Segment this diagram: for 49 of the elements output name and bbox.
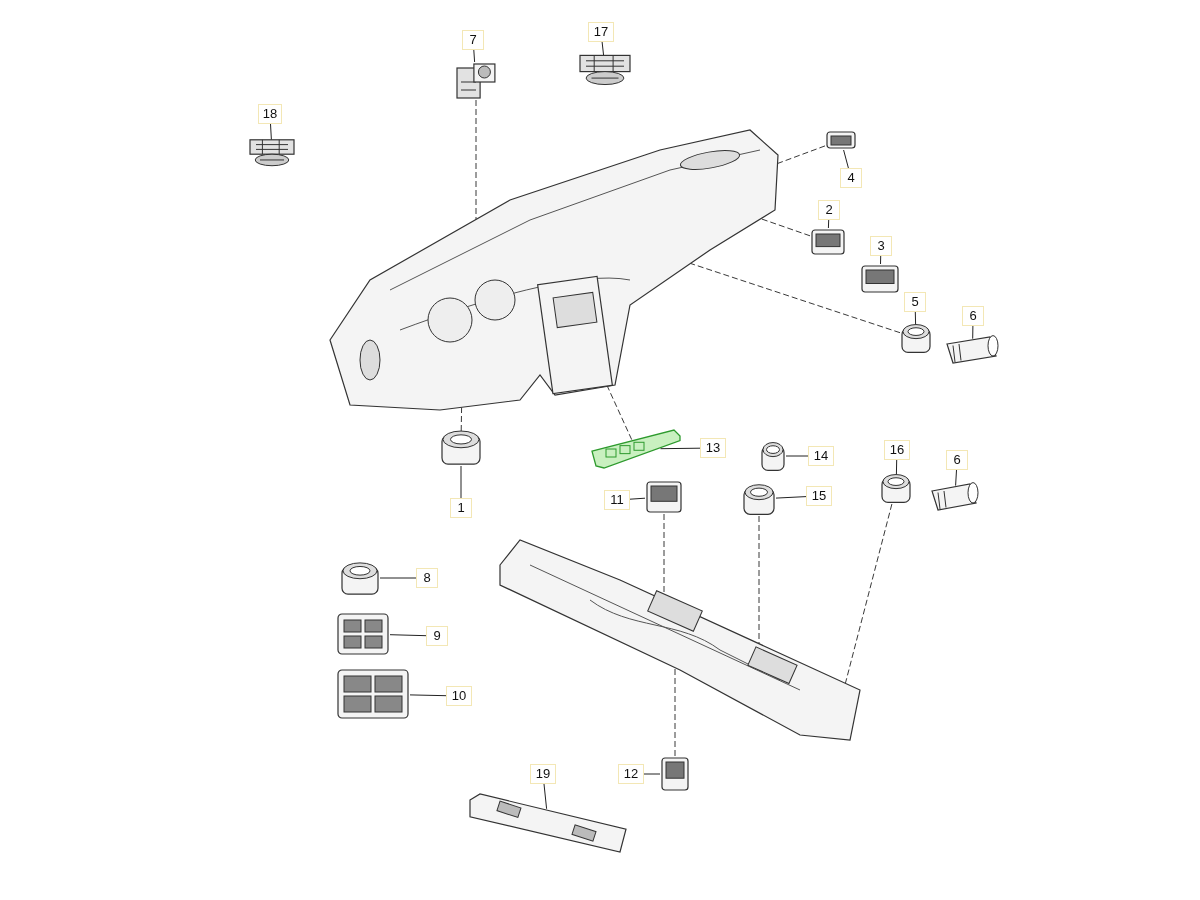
assembly-line <box>758 515 760 645</box>
leader-line <box>955 469 957 487</box>
leader-line <box>880 255 882 265</box>
assembly-line <box>475 99 477 220</box>
callout-number: 14 <box>808 446 834 466</box>
leader-line <box>270 123 272 141</box>
leader-line <box>895 459 898 476</box>
leader-line <box>409 694 447 697</box>
assembly-line <box>760 218 811 237</box>
callout-number: 9 <box>426 626 448 646</box>
callout-number: 7 <box>462 30 484 50</box>
leader-line <box>379 577 417 579</box>
leader-line <box>827 219 830 229</box>
leader-line <box>389 634 427 637</box>
callout-number: 8 <box>416 568 438 588</box>
leader-line <box>660 447 701 450</box>
leader-line <box>460 465 462 499</box>
assembly-line <box>674 667 676 757</box>
leader-line <box>629 497 646 500</box>
callout-number: 4 <box>840 168 862 188</box>
callout-number: 15 <box>806 486 832 506</box>
callout-number: 16 <box>884 440 910 460</box>
callout-number: 11 <box>604 490 630 510</box>
callout-number: 19 <box>530 764 556 784</box>
callout-number: 17 <box>588 22 614 42</box>
leader-line <box>775 496 807 499</box>
callout-number: 3 <box>870 236 892 256</box>
assembly-line <box>689 262 901 334</box>
callout-number: 2 <box>818 200 840 220</box>
leader-line <box>914 311 917 326</box>
leader-line <box>473 49 476 63</box>
callout-number: 1 <box>450 498 472 518</box>
leader-line <box>843 149 849 169</box>
assembly-line <box>606 385 633 441</box>
leader-line <box>601 41 605 56</box>
callout-number: 12 <box>618 764 644 784</box>
leader-line <box>543 783 548 810</box>
leader-line <box>972 325 974 340</box>
callout-number: 6 <box>946 450 968 470</box>
callout-number: 13 <box>700 438 726 458</box>
assembly-line <box>777 145 826 164</box>
callout-number: 5 <box>904 292 926 312</box>
leader-line <box>785 455 809 457</box>
assembly-line <box>844 503 893 684</box>
leader-line <box>643 773 661 775</box>
callout-number: 10 <box>446 686 472 706</box>
callout-number: 6 <box>962 306 984 326</box>
callout-number: 18 <box>258 104 282 124</box>
assembly-line <box>460 406 463 432</box>
